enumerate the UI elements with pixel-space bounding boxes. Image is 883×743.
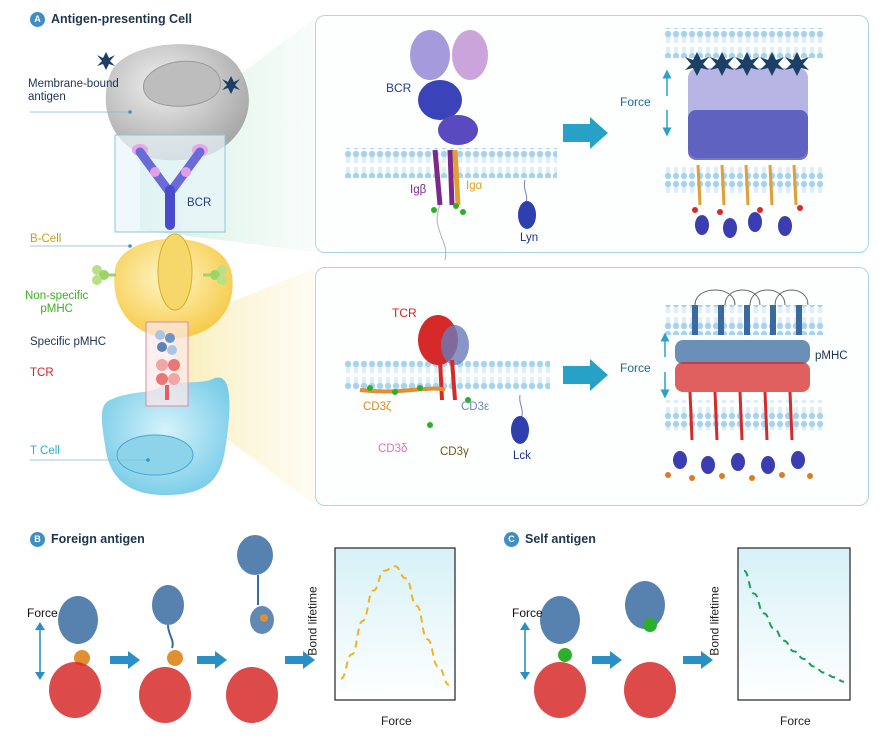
- label-force-top: Force: [620, 95, 651, 109]
- b-cell-nucleus: [157, 233, 193, 311]
- membrane-bottom-right-lower: [663, 400, 825, 430]
- complex-b-2: [139, 585, 191, 723]
- force-right-arrow-top: [563, 117, 608, 149]
- slip-bond-curve: [743, 569, 845, 683]
- chart-c-ylabel: Bond lifetime: [707, 586, 722, 656]
- chart-c-frame: [737, 547, 851, 701]
- label-pmhc: pMHC: [815, 350, 848, 362]
- clustered-bcrs: [685, 52, 809, 238]
- label-bcr: BCR: [386, 81, 412, 95]
- label-b-cell: B-Cell: [30, 233, 62, 245]
- label-t-cell: T Cell: [30, 445, 60, 457]
- label-membrane-antigen: Membrane-bound antigen: [28, 78, 119, 104]
- section-b-badge: B: [30, 532, 45, 547]
- section-c-badge: C: [504, 532, 519, 547]
- complex-b-3: [226, 535, 278, 723]
- section-a-title: Antigen-presenting Cell: [51, 12, 192, 26]
- tcr-molecule: [359, 315, 471, 428]
- membrane-bottom-left: [345, 360, 550, 390]
- lck-kinase: [511, 394, 529, 444]
- lyn-kinase: [518, 179, 536, 229]
- label-lyn: Lyn: [520, 232, 539, 244]
- complex-b-1: [49, 596, 101, 718]
- chart-c-plot: [743, 569, 845, 683]
- label-ig-alpha: Igα: [466, 180, 483, 192]
- non-specific-pmhc-left: [92, 265, 116, 285]
- section-b-title: Foreign antigen: [51, 532, 145, 546]
- label-cd3-delta: CD3δ: [378, 443, 408, 455]
- chart-b-xlabel: Force: [381, 714, 412, 728]
- chart-b-frame: [334, 547, 456, 701]
- non-specific-pmhc-right: [203, 265, 227, 285]
- apc-nucleus: [143, 60, 221, 107]
- label-force-bottom: Force: [620, 361, 651, 375]
- label-force-c: Force: [512, 606, 543, 620]
- label-ig-beta: Igβ: [410, 184, 427, 196]
- label-non-specific-pmhc: Non-specific pMHC: [25, 290, 89, 316]
- clustered-tcr-pmhc: [665, 289, 813, 481]
- antigen-star-icon: [97, 52, 115, 70]
- label-force-b: Force: [27, 606, 58, 620]
- membrane-top-right-lower: [663, 165, 825, 195]
- pmhc-tcr-complex: [155, 330, 180, 400]
- label-cd3-zeta: CD3ζ: [363, 401, 392, 413]
- antigen-star-icon: [222, 76, 240, 94]
- bcr-y-shape: [132, 144, 208, 230]
- chart-c-xlabel: Force: [780, 714, 811, 728]
- force-right-arrow-bottom: [563, 359, 608, 391]
- label-specific-pmhc: Specific pMHC: [30, 336, 107, 348]
- membrane-top-right-upper: [663, 28, 825, 58]
- complex-c-1: [534, 596, 586, 718]
- label-cd3-gamma: CD3γ: [440, 446, 469, 458]
- complex-c-2: [624, 581, 676, 718]
- label-tcr-left: TCR: [30, 367, 54, 379]
- label-cd3-epsilon: CD3ε: [461, 401, 490, 413]
- chart-b-ylabel: Bond lifetime: [305, 586, 320, 656]
- label-lck: Lck: [513, 450, 531, 462]
- t-cell-nucleus: [116, 434, 194, 476]
- section-c-title: Self antigen: [525, 532, 596, 546]
- catch-bond-curve: [340, 565, 450, 686]
- bcr-molecule: [410, 30, 488, 261]
- label-bcr-small: BCR: [187, 197, 212, 209]
- chart-b-plot: [340, 565, 450, 686]
- label-tcr: TCR: [392, 306, 417, 320]
- section-a-badge: A: [30, 12, 45, 27]
